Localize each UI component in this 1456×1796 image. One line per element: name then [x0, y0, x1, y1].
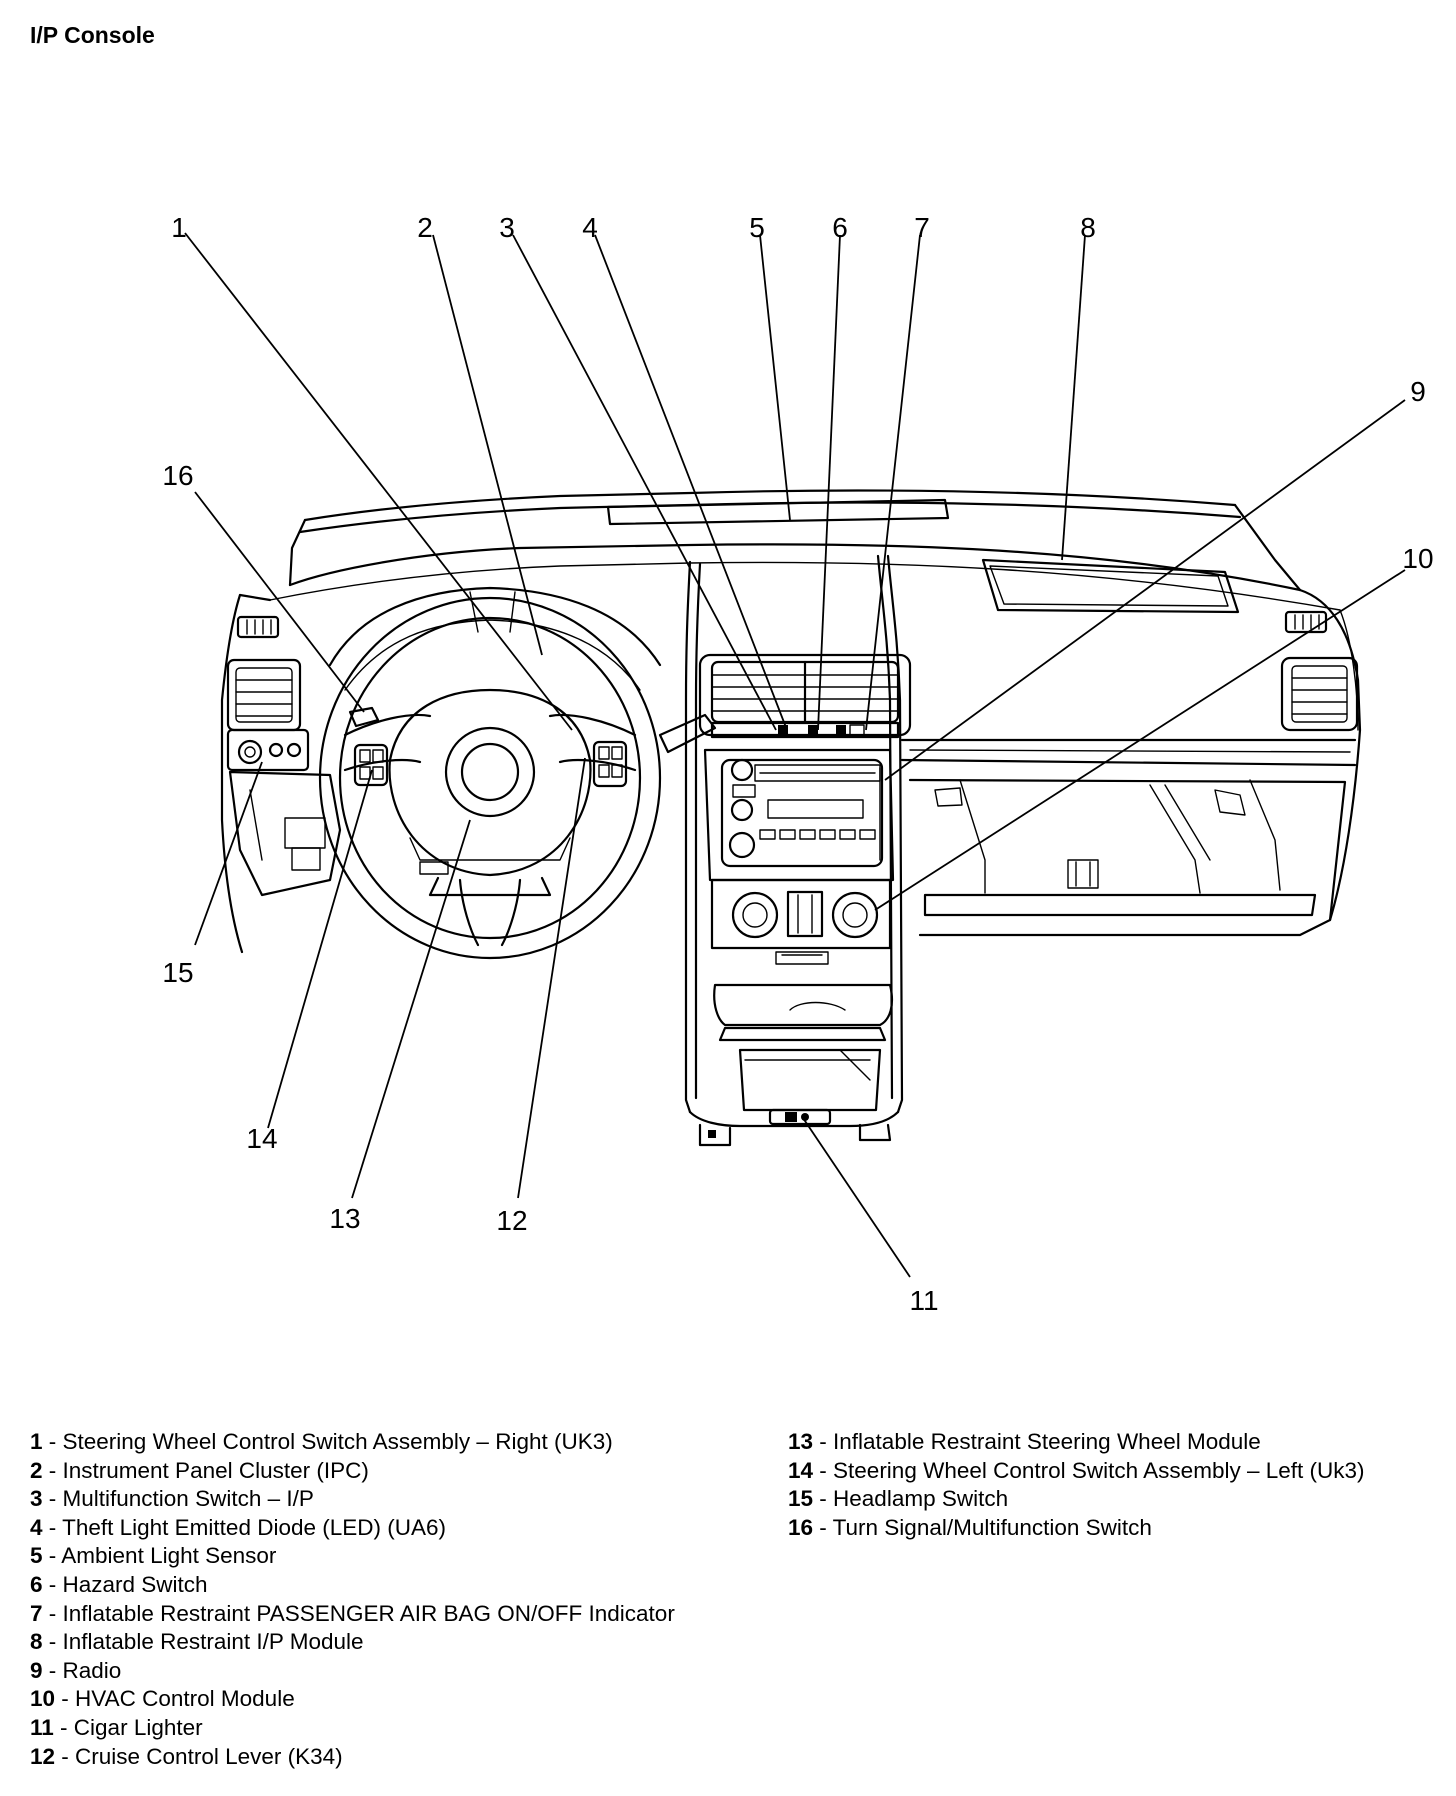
callout-1: 1 [171, 212, 187, 243]
dashboard-illustration [220, 489, 1362, 1147]
callout-9: 9 [1410, 376, 1426, 407]
legend-item: 9 - Radio [30, 1657, 122, 1683]
callout-12: 12 [496, 1205, 527, 1236]
legend-item: 11 - Cigar Lighter [30, 1714, 203, 1740]
callout-8: 8 [1080, 212, 1096, 243]
legend-item: 5 - Ambient Light Sensor [30, 1543, 277, 1569]
callout-6: 6 [832, 212, 848, 243]
legend-item: 8 - Inflatable Restraint I/P Module [30, 1629, 364, 1655]
callout-10: 10 [1402, 543, 1433, 574]
callout-numbers: 1 2 3 4 5 6 7 8 9 10 11 12 13 14 15 16 [162, 212, 1433, 1316]
legend-item: 6 - Hazard Switch [30, 1571, 208, 1597]
legend-item: 1 - Steering Wheel Control Switch Assemb… [30, 1429, 613, 1454]
callout-16: 16 [162, 460, 193, 491]
legend-item: 14 - Steering Wheel Control Switch Assem… [788, 1457, 1365, 1483]
legend-item: 13 - Inflatable Restraint Steering Wheel… [788, 1429, 1261, 1454]
legend-item: 4 - Theft Light Emitted Diode (LED) (UA6… [30, 1514, 447, 1540]
legend-item: 7 - Inflatable Restraint PASSENGER AIR B… [30, 1600, 675, 1626]
callout-5: 5 [749, 212, 765, 243]
callout-13: 13 [329, 1203, 360, 1234]
dashboard-line-drawing: 1 2 3 4 5 6 7 8 9 10 11 12 13 14 15 16 [162, 212, 1433, 1316]
callout-3: 3 [499, 212, 515, 243]
callout-14: 14 [246, 1123, 277, 1154]
legend-item: 15 - Headlamp Switch [788, 1486, 1009, 1512]
callout-7: 7 [914, 212, 930, 243]
callout-2: 2 [417, 212, 433, 243]
legend-left-column: 1 - Steering Wheel Control Switch Assemb… [30, 1428, 675, 1771]
callout-4: 4 [582, 212, 598, 243]
legend-item: 12 - Cruise Control Lever (K34) [30, 1743, 343, 1769]
callout-15: 15 [162, 957, 193, 988]
legend-item: 2 - Instrument Panel Cluster (IPC) [30, 1457, 369, 1483]
legend-right-column: 13 - Inflatable Restraint Steering Wheel… [788, 1428, 1365, 1542]
leader-lines [184, 232, 1406, 1278]
legend-item: 3 - Multifunction Switch – I/P [30, 1486, 314, 1512]
callout-11: 11 [909, 1285, 938, 1316]
legend-item: 16 - Turn Signal/Multifunction Switch [788, 1514, 1152, 1540]
legend-item: 10 - HVAC Control Module [30, 1686, 295, 1712]
page-title: I/P Console [30, 22, 155, 48]
